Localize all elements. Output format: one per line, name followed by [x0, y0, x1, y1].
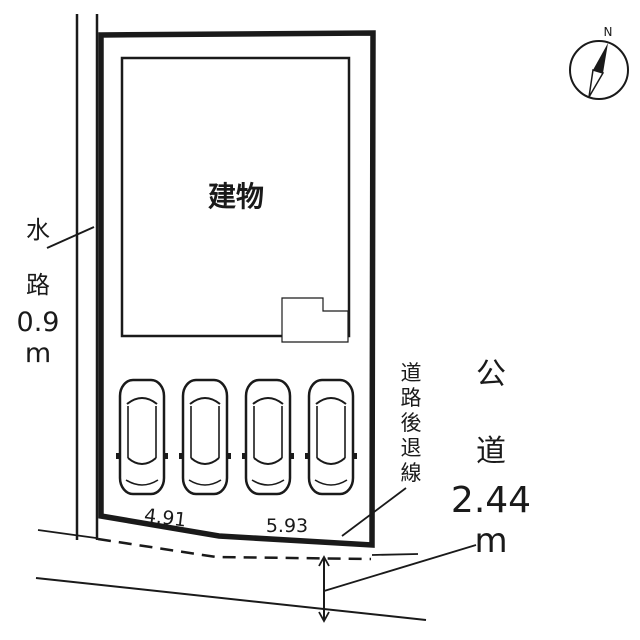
- waterway-width-unit: m: [25, 338, 51, 369]
- car-rear-window: [253, 457, 283, 465]
- waterway-width-value: 0.9: [17, 307, 60, 338]
- car-front-grille: [251, 479, 285, 486]
- car-front-grille: [314, 479, 348, 486]
- car-mirror-left: [179, 453, 184, 459]
- setback-label-char-2: 路: [401, 386, 422, 410]
- building-entrance: [281, 297, 349, 343]
- parking-car: [179, 378, 231, 496]
- car-mirror-right: [289, 453, 294, 459]
- north-compass: N: [569, 25, 629, 100]
- road-edge-lower: [35, 577, 427, 621]
- car-windshield: [126, 397, 158, 405]
- waterway-leader: [46, 226, 95, 249]
- car-windshield: [315, 397, 347, 405]
- car-rear-window: [190, 457, 220, 465]
- compass-needle-north: [593, 43, 608, 73]
- car-mirror-left: [242, 453, 247, 459]
- car-body: [118, 378, 166, 496]
- compass-north-label: N: [604, 25, 613, 39]
- road-width-arrow-bottom: [318, 611, 330, 623]
- car-windshield: [252, 397, 284, 405]
- building-label: 建物: [208, 180, 264, 213]
- setback-label-char-3: 後: [401, 411, 422, 435]
- public-road-char-1: 公: [476, 357, 506, 392]
- waterway-label-char-1: 水: [26, 216, 50, 244]
- building-outline: [120, 56, 351, 338]
- public-road-char-2: 道: [476, 434, 506, 469]
- setback-label-char-1: 道: [401, 361, 422, 385]
- car-mirror-right: [226, 453, 231, 459]
- car-mirror-right: [163, 453, 168, 459]
- car-body: [181, 378, 229, 496]
- property-boundary: [98, 30, 376, 548]
- public-road-width-value: 2.44: [451, 480, 531, 521]
- road-edge-upper-right: [371, 553, 419, 556]
- frontage-dimension-right: 5.93: [266, 515, 308, 537]
- public-road-width-unit: m: [474, 521, 507, 561]
- car-front-grille: [125, 479, 159, 486]
- road-width-leader: [323, 544, 477, 592]
- car-front-grille: [188, 479, 222, 486]
- parking-car: [116, 378, 168, 496]
- road-width-arrow-top: [318, 555, 330, 567]
- car-body: [307, 378, 355, 496]
- road-edge-upper: [37, 529, 97, 539]
- parking-car: [242, 378, 294, 496]
- setback-leader: [341, 487, 407, 537]
- car-mirror-left: [305, 453, 310, 459]
- car-rear-window: [127, 457, 157, 465]
- frontage-dimension-left: 4.91: [143, 505, 188, 532]
- parking-area: [116, 378, 357, 496]
- setback-label-char-4: 退: [401, 436, 422, 460]
- compass-needle-south: [588, 69, 605, 98]
- car-mirror-right: [352, 453, 357, 459]
- car-mirror-left: [116, 453, 121, 459]
- car-body: [244, 378, 292, 496]
- setback-line: [97, 537, 372, 561]
- car-rear-window: [316, 457, 346, 465]
- parking-car: [305, 378, 357, 496]
- setback-label-char-5: 線: [401, 461, 422, 485]
- waterway-label-char-2: 路: [26, 271, 50, 299]
- car-windshield: [189, 397, 221, 405]
